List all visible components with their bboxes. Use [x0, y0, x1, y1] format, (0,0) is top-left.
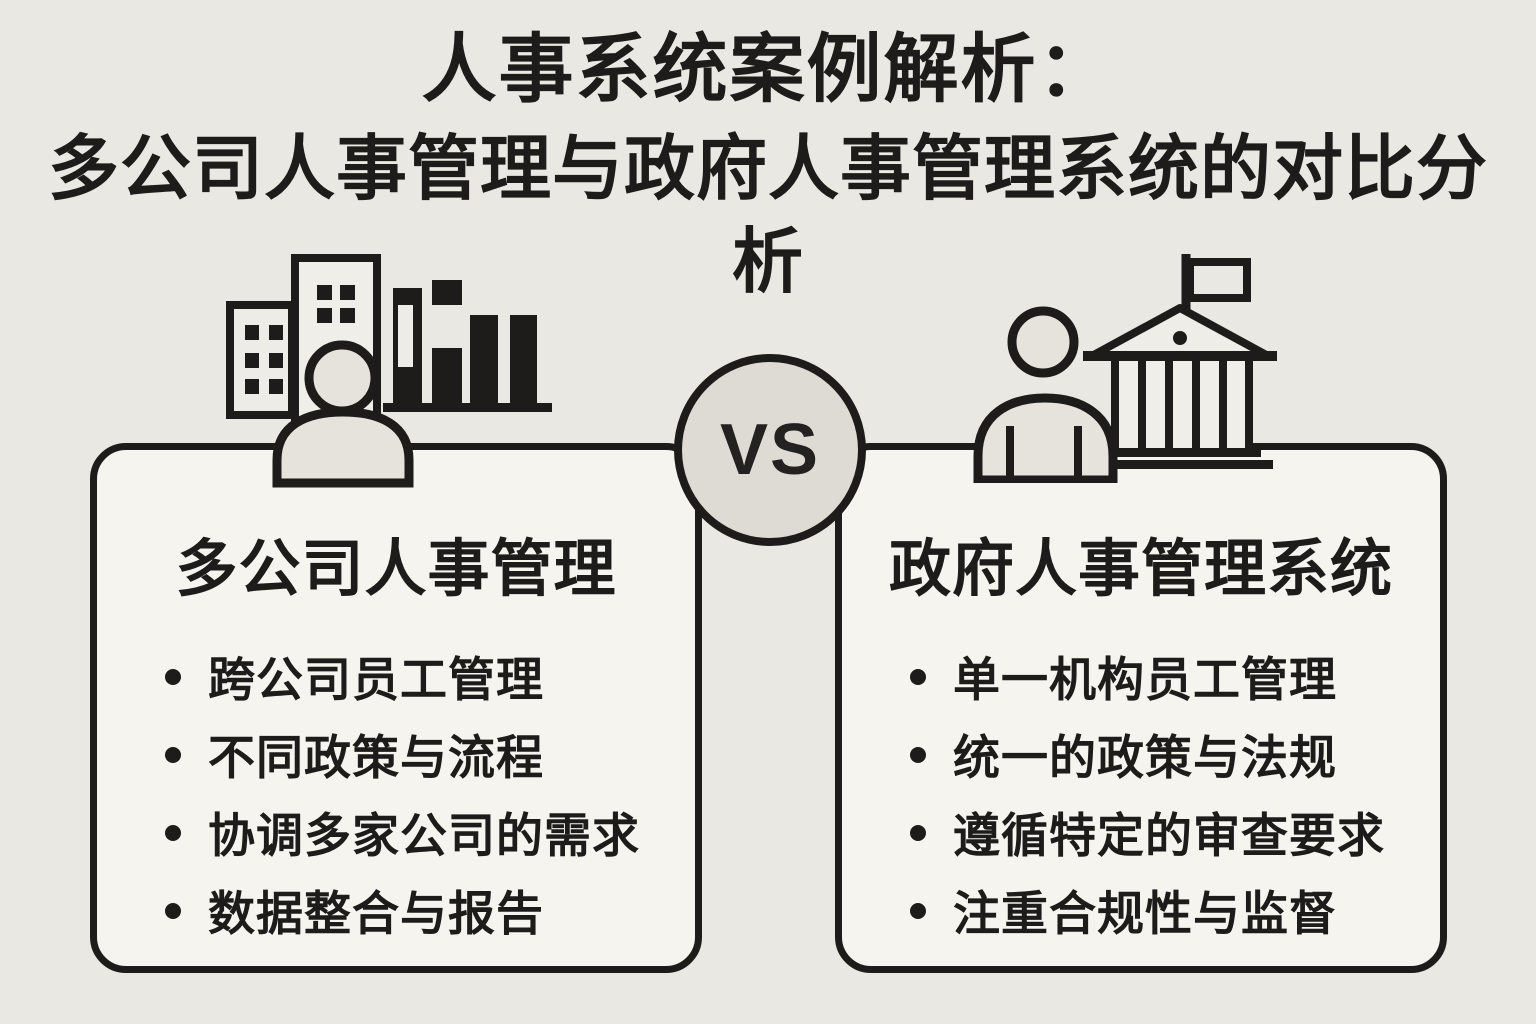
left-panel: 多公司人事管理 跨公司员工管理 不同政策与流程 协调多家公司的需求 数据整合与报…	[90, 443, 702, 973]
pediment-dot-icon	[1173, 331, 1187, 345]
list-item: 统一的政策与法规	[910, 714, 1440, 792]
list-item: 跨公司员工管理	[165, 636, 695, 714]
left-panel-heading: 多公司人事管理	[175, 535, 617, 604]
list-item-label: 协调多家公司的需求	[208, 808, 640, 862]
bullet-dot	[910, 903, 926, 919]
list-item: 数据整合与报告	[165, 870, 695, 948]
bullet-dot	[165, 825, 181, 841]
list-item-label: 遵循特定的审查要求	[953, 808, 1385, 862]
person-icon	[973, 306, 1118, 483]
flag-icon	[1186, 258, 1251, 302]
list-item-label: 跨公司员工管理	[208, 652, 544, 706]
bullet-dot	[165, 903, 181, 919]
left-panel-list: 跨公司员工管理 不同政策与流程 协调多家公司的需求 数据整合与报告	[97, 636, 695, 948]
list-item-label: 不同政策与流程	[208, 730, 544, 784]
list-item: 单一机构员工管理	[910, 636, 1440, 714]
vs-label: VS	[719, 410, 821, 490]
government-building-icon	[1083, 254, 1277, 469]
bullet-dot	[165, 747, 181, 763]
bar-chart-icon	[383, 280, 552, 412]
list-item-label: 数据整合与报告	[208, 886, 544, 940]
company-hr-icon	[226, 254, 552, 488]
list-item-label: 注重合规性与监督	[953, 886, 1337, 940]
government-hr-icon	[973, 254, 1277, 483]
list-item-label: 单一机构员工管理	[953, 652, 1337, 706]
list-item: 注重合规性与监督	[910, 870, 1440, 948]
bullet-dot	[165, 669, 181, 685]
bullet-dot	[910, 747, 926, 763]
list-item: 遵循特定的审查要求	[910, 792, 1440, 870]
bullet-dot	[910, 669, 926, 685]
right-panel: 政府人事管理系统 单一机构员工管理 统一的政策与法规 遵循特定的审查要求 注重合…	[835, 443, 1447, 973]
person-icon	[272, 340, 414, 488]
right-panel-list: 单一机构员工管理 统一的政策与法规 遵循特定的审查要求 注重合规性与监督	[842, 636, 1440, 948]
list-item: 协调多家公司的需求	[165, 792, 695, 870]
office-buildings-icon	[226, 254, 381, 439]
bullet-dot	[910, 825, 926, 841]
page-title: 人事系统案例解析：	[421, 27, 1115, 111]
page-subtitle: 多公司人事管理与政府人事管理系统的对比分析	[47, 129, 1488, 302]
vs-badge: VS	[674, 354, 866, 546]
right-panel-heading: 政府人事管理系统	[888, 535, 1393, 604]
title-block: 人事系统案例解析： 多公司人事管理与政府人事管理系统的对比分析	[0, 30, 1536, 309]
list-item-label: 统一的政策与法规	[953, 730, 1337, 784]
list-item: 不同政策与流程	[165, 714, 695, 792]
